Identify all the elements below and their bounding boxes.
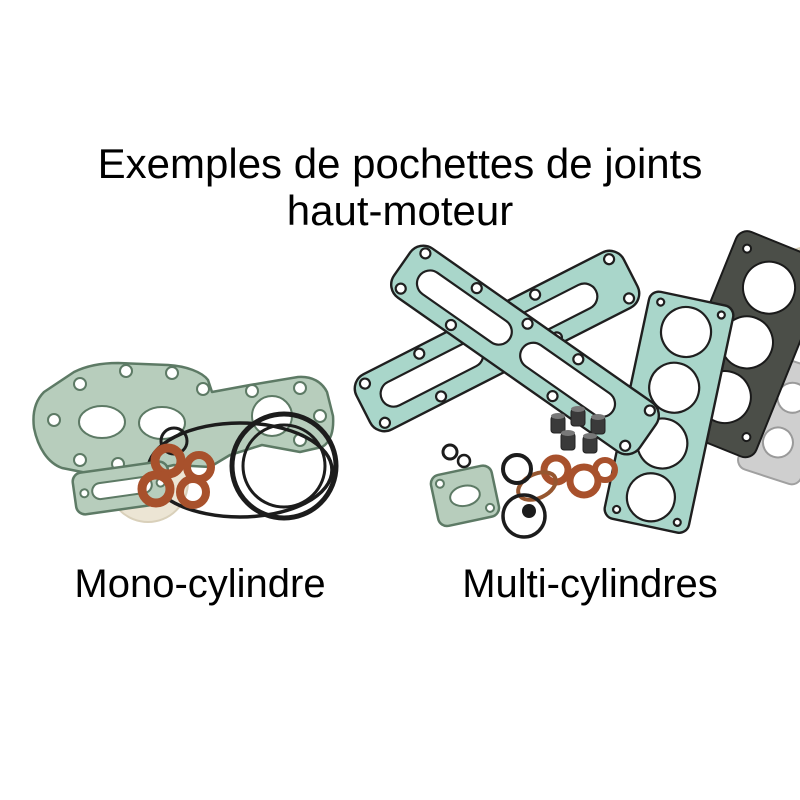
mono-cylinder-gasket-set	[32, 361, 339, 523]
label-multi-cylindres: Multi-cylindres	[462, 562, 718, 606]
copper-washer	[566, 463, 602, 499]
valve-stem-seal	[550, 413, 566, 434]
bolt-hole	[245, 384, 259, 398]
intake-port-opening	[449, 484, 481, 508]
page-title: Exemples de pochettes de joints haut-mot…	[0, 140, 800, 234]
cylinder-opening	[742, 260, 797, 315]
valve-stem-seal	[582, 433, 598, 454]
bolt-hole	[196, 382, 210, 396]
oil-seal-ring	[501, 493, 547, 539]
bolt-hole	[521, 317, 534, 330]
bolt-hole	[47, 413, 61, 427]
multi-cylinder-gasket-set	[353, 230, 800, 539]
bolt-hole	[358, 377, 372, 390]
cylinder-opening	[659, 305, 713, 359]
small-o-ring	[456, 453, 472, 469]
bolt-hole	[394, 282, 407, 295]
copper-washer	[150, 443, 186, 479]
bolt-hole	[313, 409, 327, 423]
gasket-window	[415, 269, 513, 346]
bolt-hole	[572, 353, 585, 366]
bolt-hole	[612, 504, 622, 515]
gasket-port-opening	[78, 405, 126, 439]
intake-gasket	[429, 464, 501, 528]
bolt-hole	[434, 478, 445, 489]
label-mono-cylindre: Mono-cylindre	[74, 562, 326, 606]
valve-stem-seal	[560, 430, 576, 451]
copper-washer	[592, 457, 618, 483]
bolt-hole	[119, 364, 133, 378]
bolt-hole	[672, 517, 682, 527]
bolt-hole	[413, 347, 426, 360]
bolt-hole	[73, 453, 87, 467]
gasket-window	[519, 341, 617, 419]
bolt-hole	[165, 366, 179, 380]
valve-stem-seal	[590, 414, 606, 435]
head-seal-ring-outer	[229, 411, 339, 521]
bolt-hole	[742, 243, 753, 254]
bolt-hole	[529, 288, 542, 301]
bolt-hole	[741, 432, 752, 443]
bolt-hole	[619, 439, 632, 452]
copper-washer	[176, 475, 210, 509]
small-o-ring	[501, 453, 533, 485]
bolt-hole	[546, 390, 559, 403]
copper-washer	[137, 470, 175, 508]
bolt-hole	[419, 247, 432, 260]
title-line-1: Exemples de pochettes de joints	[97, 140, 703, 187]
oil-seal-dot	[522, 504, 536, 518]
bolt-hole	[73, 377, 87, 391]
cylinder-opening	[648, 361, 701, 414]
bolt-hole	[470, 282, 483, 295]
bolt-hole	[622, 292, 636, 305]
bolt-hole	[656, 297, 666, 307]
bolt-hole	[602, 253, 616, 266]
valve-stem-seals	[550, 406, 606, 454]
cylinder-opening	[625, 472, 676, 523]
exhaust-port-opening	[91, 475, 153, 501]
bolt-hole	[434, 390, 448, 403]
valve-cover-gasket-b	[390, 244, 660, 456]
bolt-hole	[716, 310, 726, 320]
valve-stem-seal	[570, 406, 586, 427]
cylinder-opening	[761, 426, 794, 459]
title-line-2: haut-moteur	[286, 187, 514, 235]
head-seal-ring-inner	[241, 423, 327, 509]
bolt-hole	[79, 488, 90, 499]
bolt-hole	[444, 318, 458, 332]
bolt-hole	[378, 416, 392, 429]
bolt-hole	[293, 381, 307, 395]
small-o-ring	[441, 443, 459, 461]
bolt-hole	[485, 502, 496, 513]
bolt-hole	[643, 404, 656, 417]
